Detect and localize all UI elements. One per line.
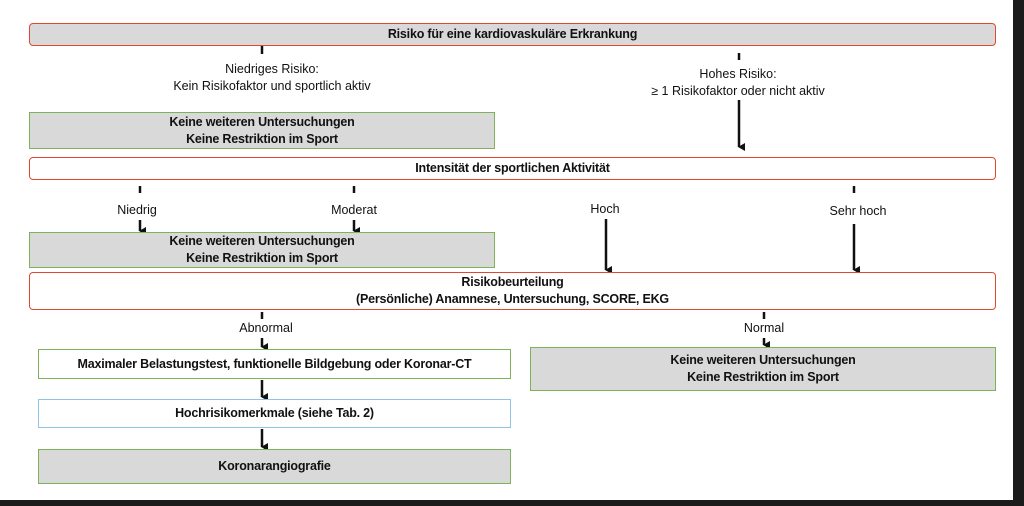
assessment-box: Risikobeurteilung (Persönliche) Anamnese… [29, 272, 996, 310]
low-risk-label-line1: Niedriges Risiko: [225, 62, 319, 76]
high-risk-label-line1: Hohes Risiko: [699, 67, 777, 81]
high-risk-features-box: Hochrisikomerkmale (siehe Tab. 2) [38, 399, 511, 428]
high-label: Hoch [590, 202, 620, 216]
assessment-title: Risikobeurteilung [461, 275, 564, 289]
no-exam-box-3: Keine weiteren Untersuchungen Keine Rest… [530, 347, 996, 391]
no-exam-box-2-line1: Keine weiteren Untersuchungen [169, 234, 355, 248]
no-exam-box-2-line2: Keine Restriktion im Sport [186, 251, 338, 265]
bottom-edge-bar [0, 500, 1024, 506]
abnormal-label: Abnormal [239, 321, 293, 335]
high-risk-label: Hohes Risiko: ≥ 1 Risikofaktor oder nich… [651, 66, 825, 100]
intensity-text: Intensität der sportlichen Aktivität [415, 161, 610, 175]
angiography-box: Koronarangiografie [38, 449, 511, 484]
risk-heading-text: Risiko für eine kardiovaskuläre Erkranku… [387, 27, 638, 41]
risk-heading-box: Risiko für eine kardiovaskuläre Erkranku… [29, 23, 996, 46]
no-exam-box-1-line1: Keine weiteren Untersuchungen [169, 114, 355, 129]
intensity-box: Intensität der sportlichen Aktivität [29, 157, 996, 180]
angiography-text: Koronarangiografie [218, 459, 331, 473]
no-exam-box-2: Keine weiteren Untersuchungen Keine Rest… [29, 232, 495, 268]
stress-test-box: Maximaler Belastungstest, funktionelle B… [38, 349, 511, 379]
right-edge-bar [1013, 0, 1024, 506]
normal-label: Normal [743, 321, 785, 335]
no-exam-box-1: Keine weiteren Untersuchungen Keine Rest… [29, 112, 495, 149]
no-exam-box-1-line2: Keine Restriktion im Sport [186, 131, 338, 146]
high-risk-features-text: Hochrisikomerkmale (siehe Tab. 2) [175, 406, 374, 420]
no-exam-box-3-line1: Keine weiteren Untersuchungen [670, 353, 856, 367]
very-high-label: Sehr hoch [829, 204, 887, 218]
assessment-subtitle: (Persönliche) Anamnese, Untersuchung, SC… [356, 292, 669, 306]
no-exam-box-3-line2: Keine Restriktion im Sport [687, 370, 839, 384]
high-risk-label-line2: ≥ 1 Risikofaktor oder nicht aktiv [651, 84, 825, 98]
low-risk-label-line2: Kein Risikofaktor und sportlich aktiv [173, 79, 371, 93]
moderate-label: Moderat [331, 203, 377, 217]
stress-test-text: Maximaler Belastungstest, funktionelle B… [77, 356, 472, 371]
low-risk-label: Niedriges Risiko: Kein Risikofaktor und … [173, 61, 370, 95]
low-label: Niedrig [117, 203, 157, 217]
